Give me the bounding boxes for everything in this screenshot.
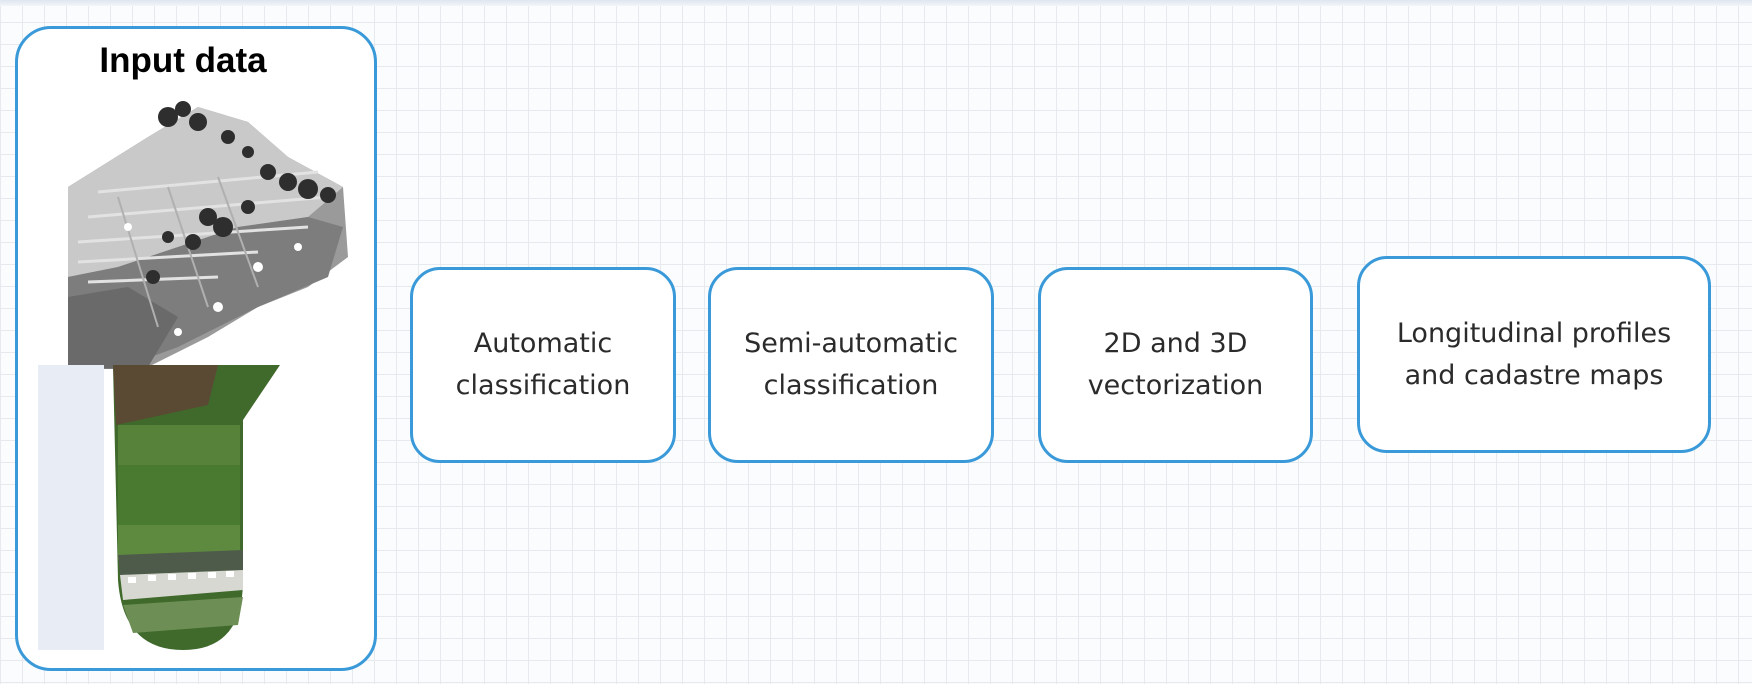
step-label: Automatic classification	[455, 328, 631, 401]
step-2d-3d-vectorization: 2D and 3D vectorization	[1038, 267, 1313, 463]
input-data-panel: Input data	[15, 26, 377, 671]
step-semi-automatic-classification: Semi-automatic classification	[708, 267, 994, 463]
step-label: 2D and 3D vectorization	[1087, 328, 1264, 401]
step-label: Semi-automatic classification	[744, 328, 958, 401]
point-cloud-image	[68, 101, 348, 369]
orthophoto-image	[38, 365, 280, 650]
top-band	[0, 0, 1752, 6]
step-label: Longitudinal profiles and cadastre maps	[1396, 317, 1672, 391]
step-automatic-classification: Automatic classification	[410, 267, 676, 463]
input-data-title: Input data	[99, 41, 267, 80]
step-longitudinal-profiles: Longitudinal profiles and cadastre maps	[1357, 256, 1711, 453]
